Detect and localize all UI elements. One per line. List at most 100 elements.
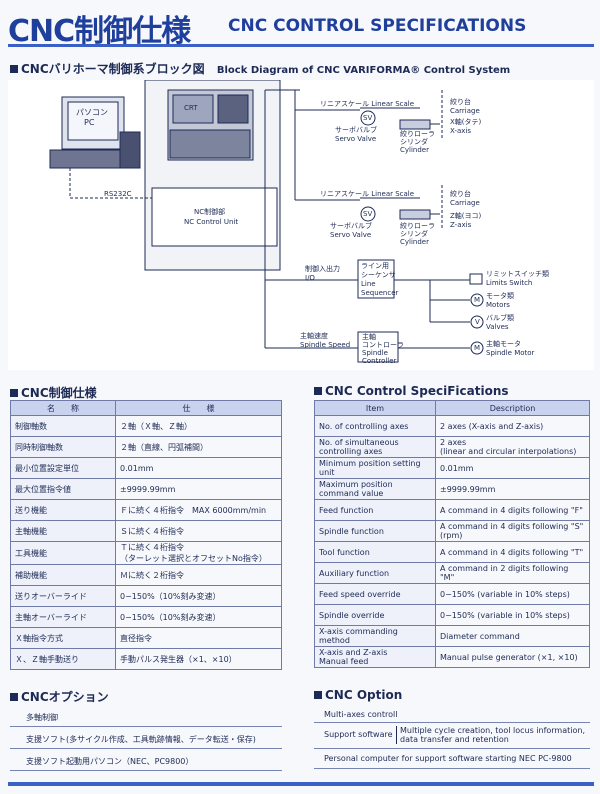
valves-en: Valves (486, 323, 509, 331)
row-value: Ｆに続く４桁指令 MAX 6000mm/min (115, 499, 282, 521)
row-label: No. of simultaneous controlling axes (314, 436, 436, 458)
motors-en: Motors (486, 301, 510, 309)
x-cyl-jp1: 絞りローラ (400, 130, 435, 138)
option-en-item-1: Multi-axes controll (324, 710, 398, 719)
row-label: Ｘ、Ｚ軸手動送り (10, 648, 116, 670)
page-header: CNC制御仕様 CNC CONTROL SPECIFICATIONS (0, 0, 600, 50)
row-label: 工具機能 (10, 541, 116, 565)
row-label: 補助機能 (10, 564, 116, 586)
crt-label: CRT (184, 104, 198, 112)
pc-label-en: PC (84, 118, 95, 127)
x-carriage-en: Carriage (450, 107, 480, 115)
table-row: Ｘ、Ｚ軸手動送り手動パルス発生器（×1、×10） (10, 648, 282, 670)
motors-jp: モータ類 (486, 292, 514, 300)
z-servo-jp: サーボバルブ (330, 222, 372, 230)
row-label: X-axis and Z-axis Manual feed (314, 646, 436, 668)
option-jp-heading: CNCオプション (10, 688, 109, 705)
seq-jp1: ライン用 (361, 262, 389, 270)
row-label: No. of controlling axes (314, 415, 436, 437)
row-value: 0.01mm (435, 457, 590, 479)
row-label: 最小位置設定単位 (10, 457, 116, 479)
spindle-motor-jp: 主軸モータ (486, 340, 521, 348)
z-sv-label: SV (363, 210, 373, 218)
motor-m-icon: M (474, 296, 481, 304)
x-axis-en: X-axis (450, 127, 471, 135)
row-value: 2 axes (X-axis and Z-axis) (435, 415, 590, 437)
sc-jp1: 主軸 (362, 333, 376, 341)
row-label: Feed speed override (314, 583, 436, 605)
divider (314, 748, 590, 749)
row-value: 直径指令 (115, 627, 282, 649)
valves-jp: バルブ類 (486, 314, 514, 322)
x-linear-scale: リニアスケール Linear Scale (320, 100, 415, 108)
z-carriage-jp: 絞り台 (450, 190, 471, 198)
option-jp-item: 多軸制御 (26, 713, 58, 722)
header-rule (8, 44, 594, 47)
limit-jp: リミットスイッチ類 (486, 270, 549, 278)
option-jp-item: 支援ソフト(多サイクル作成、工具軌跡情報、データ転送・保存) (26, 735, 256, 744)
row-value: Ｓに続く４桁指令 (115, 520, 282, 542)
spindle-m-icon: M (474, 344, 481, 352)
row-label: Spindle function (314, 520, 436, 542)
nc-label-en: NC Control Unit (184, 218, 239, 226)
x-servo-jp: サーボバルブ (335, 126, 377, 134)
z-linear-scale: リニアスケール Linear Scale (320, 190, 415, 198)
row-value: 2 axes (linear and circular interpolatio… (435, 436, 590, 458)
row-value: A command in 4 digits following "T" (435, 541, 590, 563)
option-en-item-3: Personal computer for support software s… (324, 754, 572, 763)
z-servo-en: Servo Valve (330, 231, 372, 239)
z-cyl-jp2: シリンダ (400, 230, 428, 238)
option-en-item-2-label: Support software (324, 730, 393, 739)
row-label: 最大位置指令値 (10, 478, 116, 500)
block-diagram-heading-jp: CNCバリホーマ制御系ブロック図 (21, 62, 205, 76)
sc-jp2: コントローラ (362, 341, 404, 349)
row-label: Auxiliary function (314, 562, 436, 584)
row-value: Ｔに続く４桁指令 （ターレット選択とオフセットNo指令） (115, 541, 282, 565)
spindle-speed-jp: 主軸速度 (300, 332, 328, 340)
row-label: 送りオーバーライド (10, 585, 116, 607)
option-jp-item: 支援ソフト起動用パソコン（NEC、PC9800） (26, 757, 194, 766)
row-label: 主軸オーバーライド (10, 606, 116, 628)
option-en-heading: CNC Option (314, 688, 402, 702)
spec-en-table: Item Description No. of controlling axes… (314, 400, 590, 668)
seq-jp2: シーケンサ (361, 271, 396, 279)
row-value: Ｍに続く２桁指令 (115, 564, 282, 586)
table-row: 最大位置指令値±9999.99mm (10, 478, 282, 500)
spindle-motor-en: Spindle Motor (486, 349, 535, 357)
row-label: Ｘ軸指令方式 (10, 627, 116, 649)
row-label: Maximum position command value (314, 478, 436, 500)
pc-label-jp: パソコン (76, 108, 108, 117)
row-value: 0−150%（10%刻み変速） (115, 585, 282, 607)
divider (10, 748, 282, 749)
spec-en-heading: CNC Control SpeciFications (314, 384, 509, 398)
x-servo-en: Servo Valve (335, 135, 377, 143)
row-label: Tool function (314, 541, 436, 563)
row-value: 0−150% (variable in 10% steps) (435, 604, 590, 626)
table-row: Ｘ軸指令方式直径指令 (10, 627, 282, 649)
z-axis-en: Z-axis (450, 221, 472, 229)
page-title-jp: CNC制御仕様 (8, 14, 191, 49)
row-value: ±9999.99mm (435, 478, 590, 500)
io-label-en: I/O (305, 274, 315, 282)
block-diagram-heading: CNCバリホーマ制御系ブロック図 Block Diagram of CNC VA… (10, 60, 510, 77)
row-value: ±9999.99mm (115, 478, 282, 500)
seq-en1: Line (361, 280, 376, 288)
spec-jp-col-spec: 仕 様 (115, 400, 282, 416)
spindle-speed-en: Spindle Speed (300, 341, 351, 349)
row-value: Manual pulse generator (×1, ×10) (435, 646, 590, 668)
